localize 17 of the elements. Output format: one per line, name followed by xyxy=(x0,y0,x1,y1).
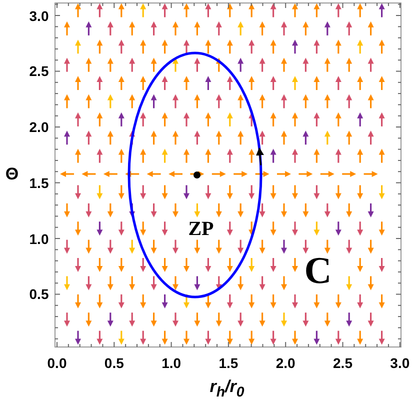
tick-label: 0.5 xyxy=(29,287,49,302)
tick-label: 1.5 xyxy=(218,356,238,370)
tick-label: 0.5 xyxy=(104,356,124,370)
tick-label: 1.5 xyxy=(29,176,49,190)
tick-label: 1.0 xyxy=(29,232,49,246)
point-label: ZP xyxy=(188,219,214,239)
tick-label: 2.5 xyxy=(333,356,352,370)
tick-label: 3.0 xyxy=(390,356,410,370)
tick-label: 0.0 xyxy=(47,356,67,370)
curve-label: C xyxy=(304,252,332,290)
axis-title: Θ xyxy=(5,166,19,182)
tick-label: 2.0 xyxy=(29,120,49,134)
axis-title: r$_{h}$/r$_{0}$ xyxy=(210,378,244,400)
tick-label: 3.0 xyxy=(29,8,49,22)
tick-label: 2.0 xyxy=(276,356,296,370)
tick-label: 1.0 xyxy=(162,356,182,370)
tick-label: 2.5 xyxy=(29,64,49,78)
